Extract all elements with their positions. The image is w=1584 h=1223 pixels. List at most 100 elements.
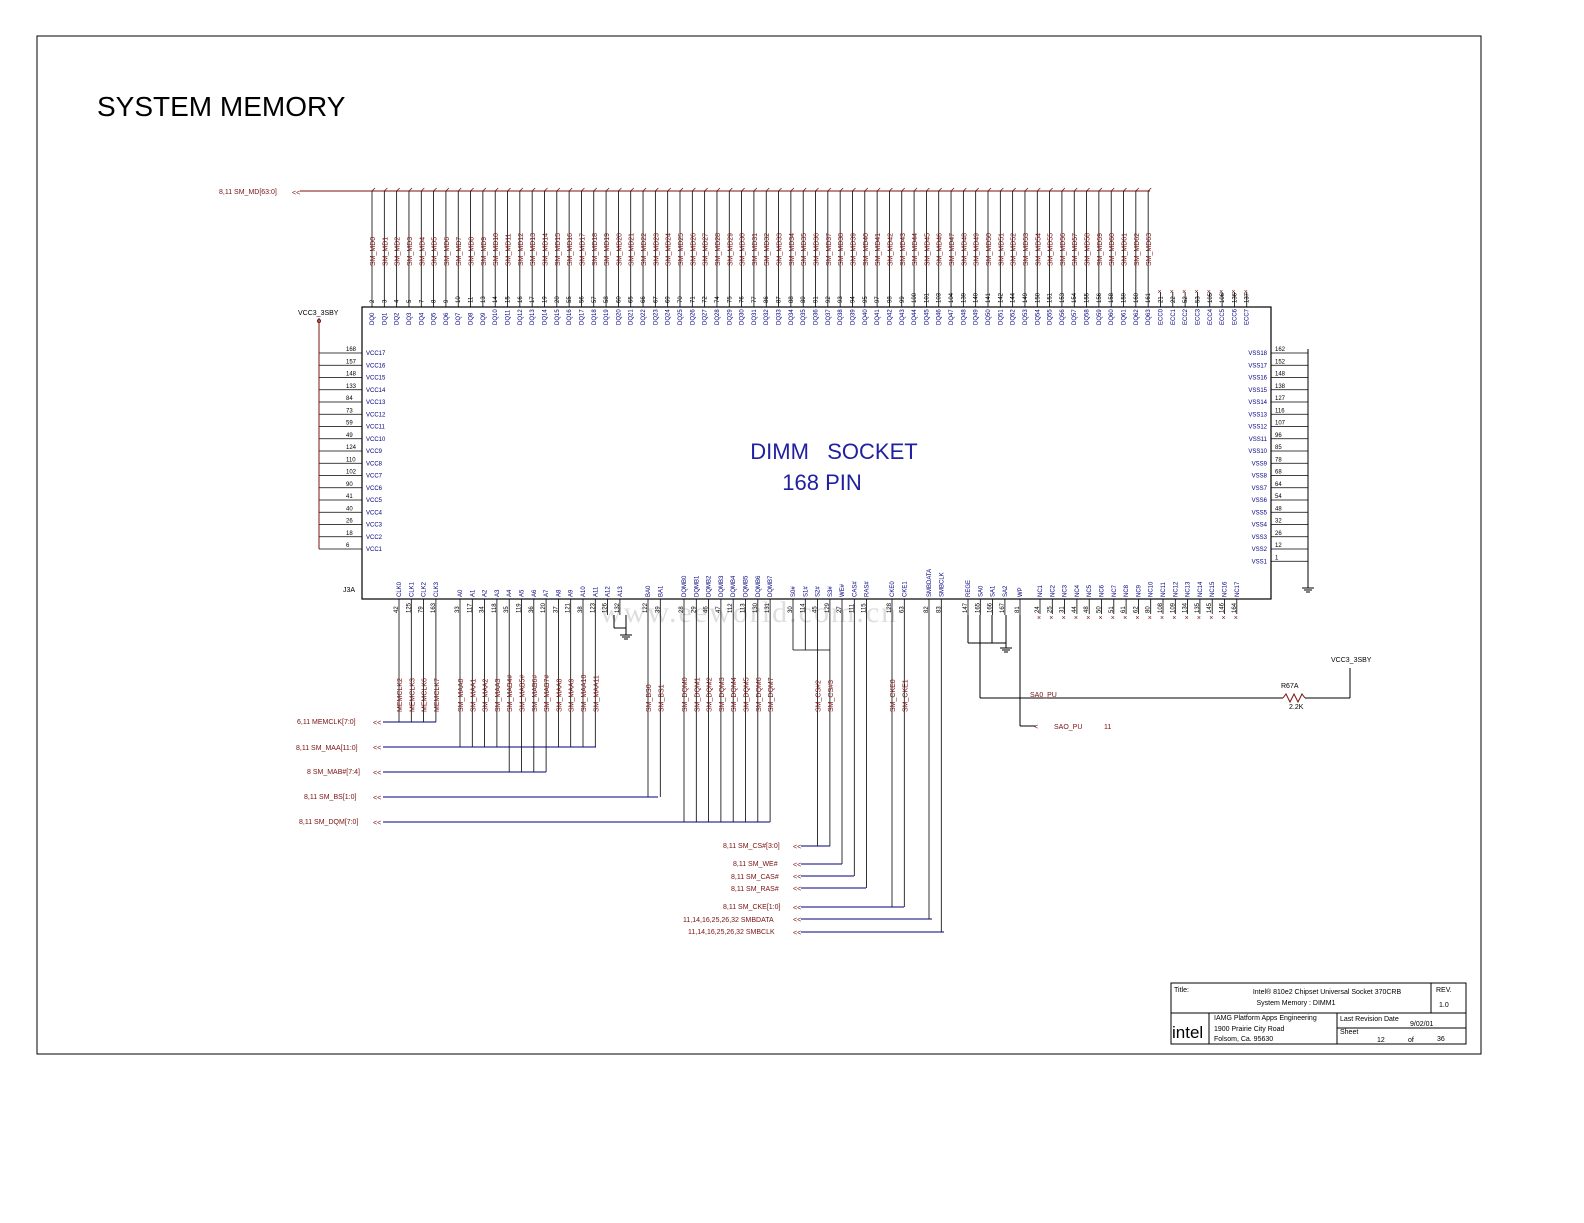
top-pin-name: DQ39: [850, 309, 856, 325]
right-pin-name: VSS16: [1248, 376, 1267, 382]
bottom-pin-name: NC9: [1136, 584, 1142, 597]
left-pin-number: 40: [346, 506, 353, 512]
top-pin-name: DQ26: [690, 309, 696, 325]
company-line1: IAMG Platform Apps Engineering: [1214, 1015, 1317, 1022]
bottom-pin-number: 50: [1097, 606, 1103, 613]
top-pin-number: 72: [703, 296, 709, 303]
bottom-pin-name: NC15: [1210, 581, 1216, 597]
top-net-label: SM_MD38: [838, 233, 845, 266]
right-pin-number: 148: [1275, 372, 1286, 378]
top-pin-name: DQ8: [469, 312, 475, 325]
top-pin-number: 65: [629, 296, 635, 303]
bottom-net-label: SM_MAA0: [458, 678, 465, 712]
right-pin-number: 54: [1275, 494, 1282, 500]
bottom-pin-number: 36: [529, 606, 535, 613]
bottom-pin-name: NC4: [1075, 584, 1081, 597]
dqm-arrow-icon: <<: [373, 820, 381, 827]
rev-label: REV.: [1436, 987, 1452, 994]
bottom-pin-number: 80: [1146, 606, 1152, 613]
top-net-label: SM_MD62: [1134, 233, 1141, 266]
no-connect-icon: ×: [1135, 615, 1139, 622]
top-net-label: SM_MD14: [542, 233, 549, 266]
bottom-pin-name: NC10: [1149, 581, 1155, 597]
bottom-pin-name: A6: [532, 589, 538, 597]
bottom-pin-number: 128: [887, 602, 893, 613]
top-pin-number: 75: [727, 296, 733, 303]
right-pin-name: VSS18: [1248, 351, 1267, 357]
top-pin-name: DQ19: [604, 309, 610, 325]
vcc-label: VCC3_3SBY: [298, 310, 339, 317]
bus-entry: [1110, 187, 1115, 192]
right-pin-number: 68: [1275, 470, 1282, 476]
top-pin-name: ECC1: [1171, 308, 1177, 325]
bottom-pin-name: A2: [483, 589, 489, 597]
left-pin-name: VCC8: [366, 461, 383, 467]
top-pin-number: 100: [912, 292, 918, 303]
bottom-pin-name: NC7: [1112, 584, 1118, 597]
left-pin-number: 157: [346, 359, 357, 365]
left-pin-name: VCC15: [366, 376, 386, 382]
top-pin-number: 87: [777, 296, 783, 303]
bottom-pin-name: DQMB4: [731, 575, 737, 597]
top-pin-name: DQ30: [740, 309, 746, 325]
top-pin-name: DQ20: [616, 309, 622, 325]
top-net-label: SM_MD35: [801, 233, 808, 266]
no-connect-icon: ×: [1049, 615, 1053, 622]
left-pin-name: VCC13: [366, 400, 386, 406]
bottom-pin-number: 117: [467, 603, 473, 613]
top-pin-number: 106: [1220, 292, 1226, 303]
top-pin-number: 52: [1183, 296, 1189, 303]
bus-entry: [408, 187, 413, 192]
right-pin-number: 78: [1275, 457, 1282, 463]
top-net-label: SM_MD3: [407, 237, 414, 266]
bus-entry: [605, 187, 610, 192]
bottom-pin-name: A11: [593, 586, 599, 597]
bottom-pin-name: A3: [495, 589, 501, 597]
bus-entry: [704, 187, 708, 192]
top-pin-name: DQ29: [727, 309, 733, 325]
bottom-pin-name: NC5: [1087, 584, 1093, 597]
bottom-pin-number: 146: [1220, 602, 1226, 613]
top-net-label: SM_MD8: [469, 237, 476, 266]
bottom-pin-name: NC13: [1186, 581, 1192, 597]
top-pin-number: 139: [961, 292, 967, 303]
bottom-net-label: SM_DQM7: [768, 677, 775, 712]
top-pin-name: DQ49: [974, 309, 980, 325]
top-pin-name: DQ31: [752, 309, 758, 325]
bus-entry: [1086, 187, 1090, 192]
no-connect-icon: ×: [1160, 615, 1164, 622]
top-pin-number: 144: [1011, 292, 1017, 303]
bottom-net-label: SM_MAB6#: [532, 675, 539, 712]
top-pin-name: DQ59: [1097, 309, 1103, 325]
bottom-pin-number: 83: [936, 606, 942, 613]
left-pin-number: 110: [346, 457, 356, 463]
top-net-label: SM_MD17: [579, 233, 586, 266]
bus-entry: [876, 187, 881, 192]
title-label: Title:: [1174, 987, 1189, 994]
left-pin-name: VCC17: [366, 351, 386, 357]
bottom-pin-number: 108: [1158, 602, 1164, 613]
bottom-pin-number: 131: [765, 602, 771, 613]
top-pin-name: DQ22: [641, 309, 647, 325]
top-pin-number: 149: [1023, 292, 1029, 303]
top-pin-name: DQ47: [949, 309, 955, 325]
top-net-label: SM_MD47: [949, 233, 956, 266]
bottom-pin-name: NC3: [1063, 584, 1069, 597]
top-net-label: SM_MD6: [444, 237, 451, 266]
sheet-value: 12: [1377, 1037, 1385, 1044]
cs-arrow-icon: <<: [793, 844, 801, 851]
top-pin-name: DQ18: [592, 309, 598, 325]
top-net-label: SM_MD24: [666, 233, 673, 266]
top-pin-name: DQ16: [567, 309, 573, 325]
bottom-pin-name: DQMB6: [756, 575, 762, 597]
top-pin-name: DQ12: [518, 309, 524, 325]
bus-entry: [753, 187, 758, 192]
no-connect-icon: ×: [1172, 615, 1176, 622]
bottom-net-label: MEMCLK3: [409, 678, 416, 712]
top-net-label: SM_MD9: [481, 237, 488, 266]
top-pin-number: 101: [924, 292, 930, 303]
top-pin-number: 19: [542, 296, 548, 303]
bottom-pin-name: NC16: [1223, 581, 1229, 597]
top-net-label: SM_MD16: [567, 233, 574, 266]
bottom-pin-name: S3#: [828, 586, 834, 597]
